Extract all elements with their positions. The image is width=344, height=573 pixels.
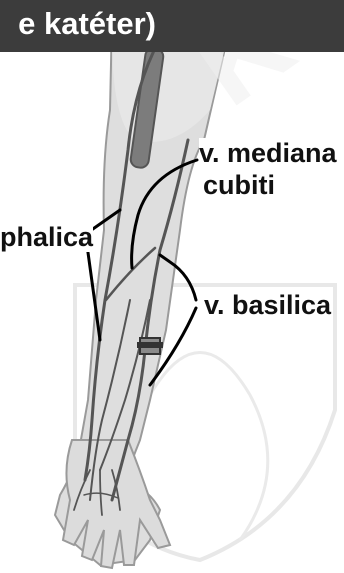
label-basilica: v. basilica bbox=[204, 290, 331, 320]
header-title: e katéter) bbox=[18, 6, 156, 42]
cannula-device bbox=[137, 338, 163, 354]
watermark-inner-arc bbox=[150, 353, 268, 541]
label-mediana-line1: v. mediana bbox=[199, 138, 337, 168]
label-cephalica: phalica bbox=[0, 222, 93, 252]
label-mediana-line2: cubiti bbox=[203, 170, 275, 200]
